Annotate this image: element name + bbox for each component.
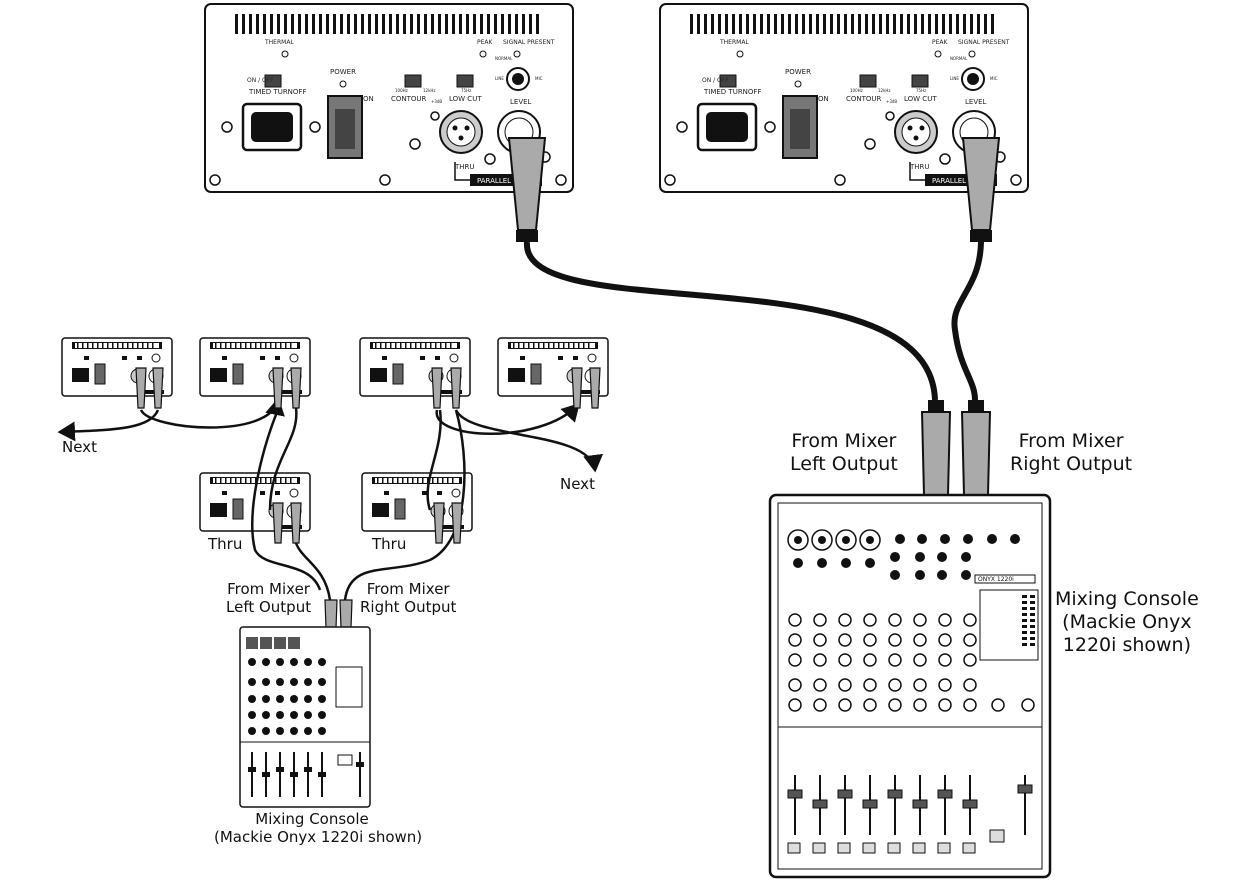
small-cable-8 xyxy=(343,409,466,601)
svg-text:LINE: LINE xyxy=(950,76,959,81)
label-line: Mixing Console xyxy=(1055,588,1199,610)
xlr-plug-right-amp xyxy=(961,137,1001,242)
xlr-plug-mixer-right xyxy=(960,400,992,496)
svg-text:MIC: MIC xyxy=(535,76,543,81)
svg-text:POWER: POWER xyxy=(785,68,811,76)
svg-text:100Hz: 100Hz xyxy=(850,88,863,93)
svg-text:THRU: THRU xyxy=(454,163,475,171)
small-cable-4 xyxy=(251,409,322,591)
svg-text:SIGNAL PRESENT: SIGNAL PRESENT xyxy=(958,39,1010,46)
amplifier-right-large: THERMAL PEAK SIGNAL PRESENT POWER ON ON … xyxy=(658,2,1030,194)
svg-text:NORMAL: NORMAL xyxy=(950,56,968,61)
svg-text:THERMAL: THERMAL xyxy=(264,39,294,46)
svg-text:+3dB: +3dB xyxy=(431,99,442,104)
label-line: From Mixer xyxy=(227,580,310,598)
svg-text:POWER: POWER xyxy=(330,68,356,76)
small-cable-6 xyxy=(454,409,604,473)
svg-text:75Hz: 75Hz xyxy=(461,88,471,93)
label-line: Mixing Console xyxy=(255,810,369,828)
svg-text:PEAK: PEAK xyxy=(477,39,494,46)
xlr-plug-mixer-left xyxy=(920,400,952,496)
svg-text:LINE: LINE xyxy=(495,76,504,81)
svg-text:LOW CUT: LOW CUT xyxy=(904,95,937,103)
label-line: From Mixer xyxy=(366,580,450,598)
label-next-right: Next xyxy=(560,475,595,493)
svg-text:PEAK: PEAK xyxy=(932,39,949,46)
label-line: (Mackie Onyx 1220i shown) xyxy=(214,828,423,846)
label-left-output-large: From Mixer Left Output xyxy=(790,430,898,476)
svg-text:THRU: THRU xyxy=(909,163,930,171)
svg-text:THERMAL: THERMAL xyxy=(719,39,749,46)
svg-text:12kHz: 12kHz xyxy=(878,88,891,93)
label-line: (Mackie Onyx xyxy=(1062,610,1192,633)
svg-text:LEVEL: LEVEL xyxy=(965,98,987,106)
mixing-console-large: ONYX 1220i xyxy=(768,493,1052,879)
label-line: 1220i shown) xyxy=(1062,633,1191,656)
svg-text:TIMED TURNOFF: TIMED TURNOFF xyxy=(248,88,306,96)
svg-text:ON: ON xyxy=(363,95,374,103)
label-line: Left Output xyxy=(790,452,898,475)
mixing-console-small xyxy=(239,626,371,808)
small-cable-3 xyxy=(268,407,298,511)
label-console-large: Mixing Console (Mackie Onyx 1220i shown) xyxy=(1055,588,1199,656)
label-console-small: Mixing Console (Mackie Onyx 1220i shown) xyxy=(214,810,423,846)
console-brand-large: ONYX 1220i xyxy=(978,576,1014,583)
svg-text:PARALLEL: PARALLEL xyxy=(932,177,966,185)
svg-text:PARALLEL: PARALLEL xyxy=(477,177,511,185)
label-line: Right Output xyxy=(1010,452,1133,475)
label-left-output-small: From Mixer Left Output xyxy=(226,580,311,616)
label-right-output-small: From Mixer Right Output xyxy=(360,580,456,616)
label-thru-right: Thru xyxy=(372,535,407,553)
svg-text:NORMAL: NORMAL xyxy=(495,56,513,61)
small-cable-9 xyxy=(293,539,332,601)
svg-text:ON: ON xyxy=(818,95,829,103)
svg-text:ON / OFF: ON / OFF xyxy=(247,77,274,84)
label-right-output-large: From Mixer Right Output xyxy=(1010,430,1132,476)
label-line: From Mixer xyxy=(1018,430,1124,452)
label-line: From Mixer xyxy=(791,430,897,452)
svg-text:+3dB: +3dB xyxy=(886,99,897,104)
small-cable-7 xyxy=(426,409,442,511)
svg-text:TIMED TURNOFF: TIMED TURNOFF xyxy=(703,88,761,96)
svg-text:SIGNAL PRESENT: SIGNAL PRESENT xyxy=(503,39,555,46)
svg-text:12kHz: 12kHz xyxy=(423,88,436,93)
amplifier-left-large: THERMAL PEAK SIGNAL PRESENT POWER ON ON … xyxy=(203,2,575,194)
cable-right-output xyxy=(951,241,984,401)
svg-text:CONTOUR: CONTOUR xyxy=(391,95,427,103)
small-cable-2 xyxy=(57,409,160,442)
small-cable-1 xyxy=(139,397,285,429)
svg-text:LEVEL: LEVEL xyxy=(510,98,532,106)
label-line: Left Output xyxy=(226,598,312,616)
svg-text:MIC: MIC xyxy=(990,76,998,81)
svg-text:ON / OFF: ON / OFF xyxy=(702,77,729,84)
svg-text:100Hz: 100Hz xyxy=(395,88,408,93)
label-next-left: Next xyxy=(62,438,97,456)
svg-text:CONTOUR: CONTOUR xyxy=(846,95,882,103)
xlr-plug-left-amp xyxy=(507,137,547,242)
svg-text:75Hz: 75Hz xyxy=(916,88,926,93)
svg-text:LOW CUT: LOW CUT xyxy=(449,95,482,103)
label-line: Right Output xyxy=(360,598,457,616)
cable-left-output xyxy=(523,241,938,401)
label-thru-left: Thru xyxy=(208,535,243,553)
